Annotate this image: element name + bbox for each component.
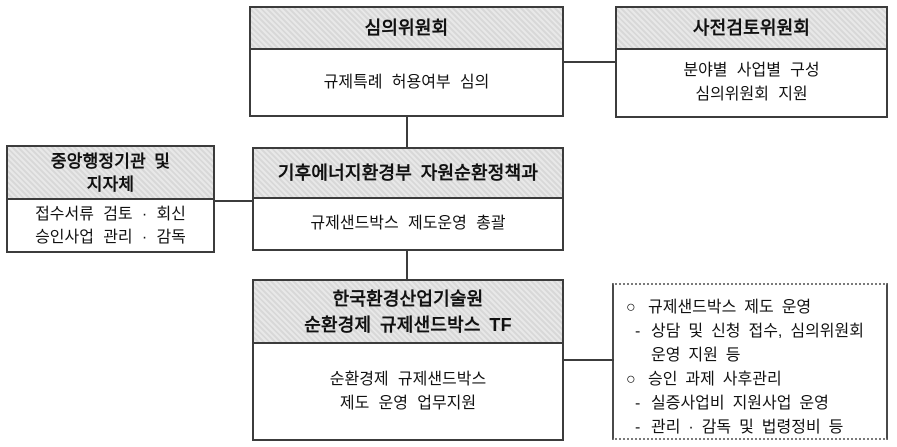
box-tf-task-list: ○ 규제샌드박스 제도 운영 - 상담 및 신청 접수, 심의위원회 운영 지원… <box>612 283 888 440</box>
box-preliminary-review-committee-title: 사전검토위원회 <box>692 18 811 38</box>
task-list-item-text: 운영 지원 등 <box>651 347 741 364</box>
task-list-item: ○ 승인 과제 사후관리 <box>626 368 880 392</box>
box-central-agencies-body-line2: 승인사업 관리 · 감독 <box>35 228 186 246</box>
connector-ministry-to-keiti <box>406 251 408 281</box>
box-central-agencies-body: 접수서류 검토 · 회신 승인사업 관리 · 감독 <box>8 200 213 251</box>
circle-bullet-icon: ○ <box>626 371 636 388</box>
box-preliminary-review-committee-header: 사전검토위원회 <box>617 8 886 50</box>
box-central-agencies-title-line2: 지자체 <box>86 174 135 194</box>
task-list-item-text: 승인 과제 사후관리 <box>648 371 782 388</box>
box-keiti-sandbox-tf-title-line1: 한국환경산업기술원 <box>332 288 484 309</box>
box-keiti-sandbox-tf-title-line2: 순환경제 규제샌드박스 TF <box>304 314 512 335</box>
box-keiti-sandbox-tf-body: 순환경제 규제샌드박스 제도 운영 업무지원 <box>254 344 562 439</box>
task-list-item-text: 관리 · 감독 및 법령정비 등 <box>651 419 844 436</box>
task-list-item-text: 규제샌드박스 제도 운영 <box>648 299 812 316</box>
task-list-item: ○ 규제샌드박스 제도 운영 <box>626 296 880 320</box>
dash-bullet-icon: - <box>635 419 641 436</box>
box-keiti-sandbox-tf-body-line2: 제도 운영 업무지원 <box>339 394 477 412</box>
dash-bullet-icon: - <box>635 395 641 412</box>
connector-review-to-preliminary <box>562 61 617 63</box>
box-ministry-policy-division: 기후에너지환경부 자원순환정책과 규제샌드박스 제도운영 총괄 <box>252 147 564 251</box>
box-preliminary-review-committee-body: 분야별 사업별 구성 심의위원회 지원 <box>617 50 886 116</box>
connector-keiti-to-tasks <box>562 359 614 361</box>
box-deliberation-committee-body-text: 규제특례 허용여부 심의 <box>323 73 490 91</box>
box-central-agencies-header: 중앙행정기관 및 지자체 <box>8 147 213 200</box>
box-central-agencies-body-line1: 접수서류 검토 · 회신 <box>35 205 186 223</box>
box-preliminary-review-committee: 사전검토위원회 분야별 사업별 구성 심의위원회 지원 <box>615 6 888 118</box>
task-list-item: 운영 지원 등 <box>626 344 880 368</box>
box-deliberation-committee-body: 규제특례 허용여부 심의 <box>251 50 562 115</box>
box-central-agencies: 중앙행정기관 및 지자체 접수서류 검토 · 회신 승인사업 관리 · 감독 <box>6 145 215 253</box>
box-central-agencies-title-line1: 중앙행정기관 및 <box>50 151 171 171</box>
task-list-item: - 상담 및 신청 접수, 심의위원회 <box>626 320 880 344</box>
task-list-item: - 실증사업비 지원사업 운영 <box>626 392 880 416</box>
box-deliberation-committee: 심의위원회 규제특례 허용여부 심의 <box>249 6 564 117</box>
task-list-item: - 관리 · 감독 및 법령정비 등 <box>626 416 880 440</box>
box-ministry-policy-division-body-text: 규제샌드박스 제도운영 총괄 <box>310 215 506 232</box>
task-list-item-text: 상담 및 신청 접수, 심의위원회 <box>651 323 864 340</box>
dash-bullet-icon: - <box>635 323 641 340</box>
box-ministry-policy-division-title: 기후에너지환경부 자원순환정책과 <box>277 163 539 183</box>
connector-review-to-ministry <box>406 117 408 149</box>
box-keiti-sandbox-tf-body-line1: 순환경제 규제샌드박스 <box>329 370 487 388</box>
task-list-item-text: 실증사업비 지원사업 운영 <box>651 395 829 412</box>
box-ministry-policy-division-header: 기후에너지환경부 자원순환정책과 <box>254 149 562 199</box>
box-keiti-sandbox-tf: 한국환경산업기술원 순환경제 규제샌드박스 TF 순환경제 규제샌드박스 제도 … <box>252 279 564 441</box>
circle-bullet-icon: ○ <box>626 299 636 316</box>
box-preliminary-review-committee-body-line1: 분야별 사업별 구성 <box>683 62 820 79</box>
box-keiti-sandbox-tf-header: 한국환경산업기술원 순환경제 규제샌드박스 TF <box>254 281 562 344</box>
box-ministry-policy-division-body: 규제샌드박스 제도운영 총괄 <box>254 199 562 249</box>
box-preliminary-review-committee-body-line2: 심의위원회 지원 <box>695 86 808 103</box>
box-deliberation-committee-title: 심의위원회 <box>364 18 449 38</box>
connector-central-to-ministry <box>215 200 254 202</box>
box-deliberation-committee-header: 심의위원회 <box>251 8 562 50</box>
